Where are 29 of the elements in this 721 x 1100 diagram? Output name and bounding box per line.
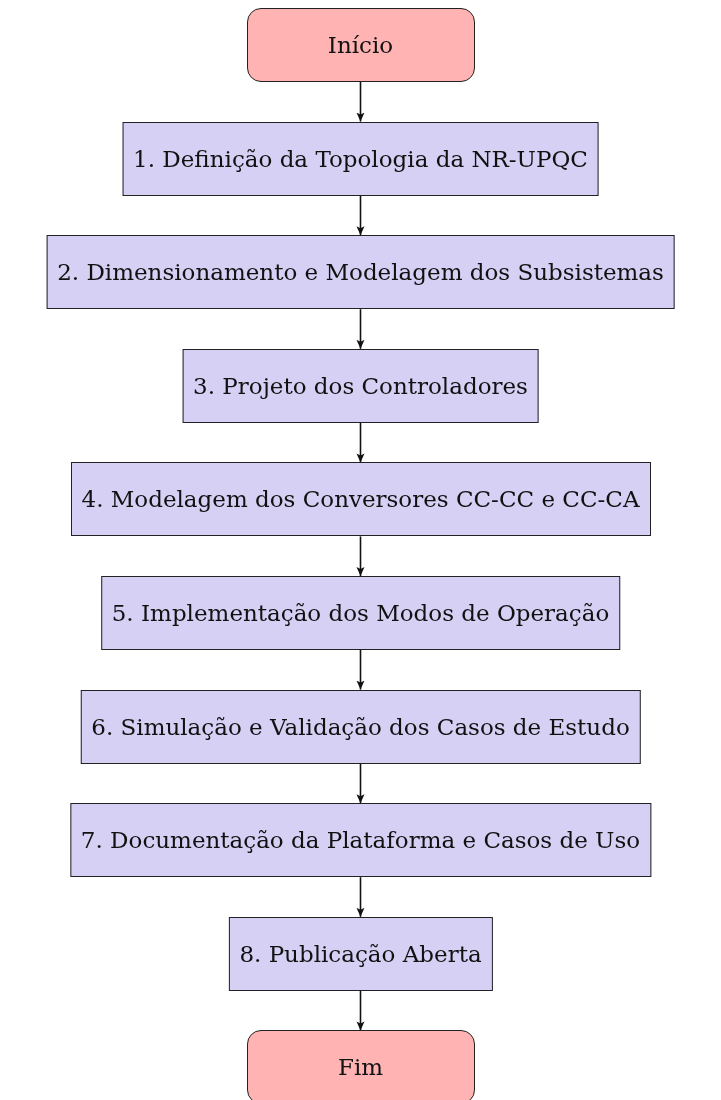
terminal-box [246,1030,475,1100]
arrow [356,535,365,577]
node-label: 6. Simulação e Validação dos Casos de Estudo [91,713,630,740]
node-label: 1. Definição da Topologia da NR-UPQC [133,145,588,172]
arrow [356,308,365,350]
arrow [356,990,365,1032]
arrow [356,81,365,123]
process-box [70,462,651,537]
node-label: Fim [337,1054,384,1081]
process-box [122,121,599,196]
arrow [356,194,365,236]
process-box [69,803,652,878]
arrow [356,649,365,691]
process-box [80,689,641,764]
node-label: 8. Publicação Aberta [239,940,482,967]
node-label: 5. Implementação dos Modos de Operação [111,600,610,626]
process-box [100,576,621,650]
process-box [182,348,539,423]
terminal-box [246,8,475,82]
node-label: Início [327,32,394,58]
arrow [356,876,365,918]
node-label: 4. Modelagem dos Conversores CC-CC e CC-CA [81,486,640,513]
node-label: 2. Dimensionamento e Modelagem dos Subsistemas [57,259,664,286]
arrow [356,422,365,464]
process-box [228,916,493,991]
node-label: 7. Documentação da Plataforma e Casos de Uso [80,827,641,854]
arrow [356,762,365,804]
process-box [46,235,675,310]
node-label: 3. Projeto dos Controladores [193,372,528,399]
